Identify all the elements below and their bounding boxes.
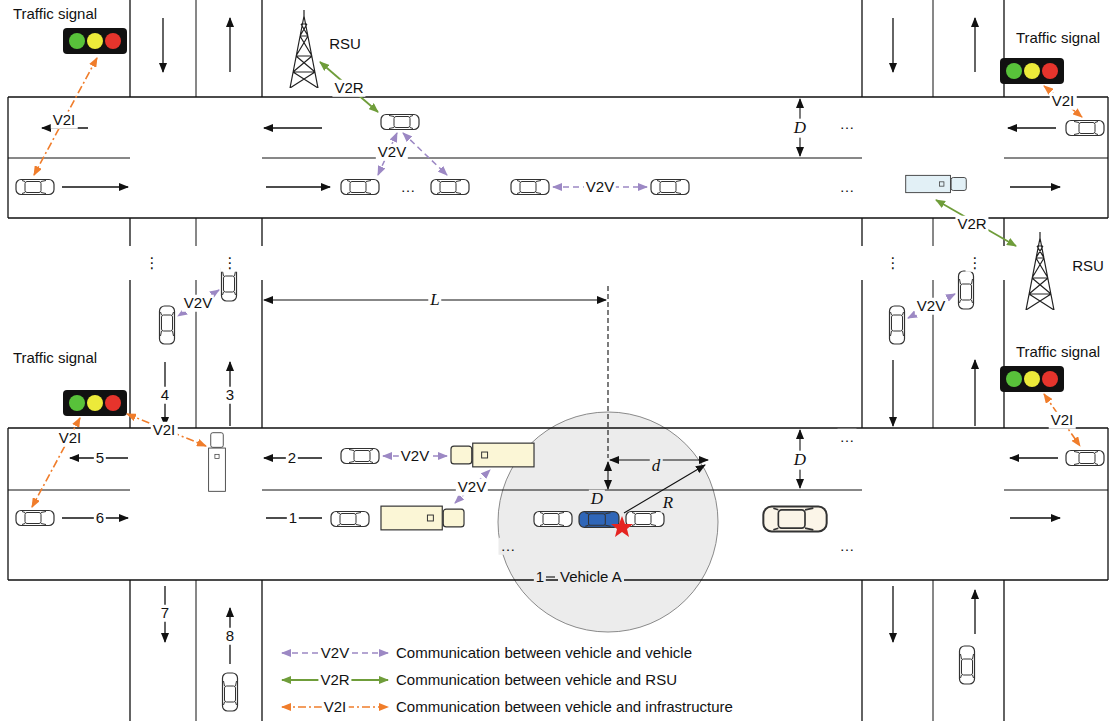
dimensions [264, 99, 800, 577]
lane-number: 4 [159, 387, 171, 404]
dimension-label: R [661, 494, 675, 513]
link-label: V2I [57, 430, 84, 447]
ellipsis: … [399, 179, 418, 196]
lane-number: 7 [159, 605, 171, 622]
legend-sample-label: V2R [318, 672, 351, 689]
lane-number: 8 [224, 628, 236, 645]
legend-sample-label: V2V [319, 645, 351, 662]
dimension-label: L [428, 291, 441, 310]
legend-text: Communication between vehicle and vehicl… [396, 645, 692, 662]
signal-label: Traffic signal [1014, 30, 1102, 47]
lane-number: 2 [286, 450, 298, 467]
lane-number: 5 [94, 450, 106, 467]
ellipsis: … [838, 116, 857, 133]
event-star [611, 516, 633, 537]
dimension-label: D [589, 490, 605, 509]
signal-label: Traffic signal [1014, 344, 1102, 361]
legend-sample-label: V2I [322, 699, 349, 716]
signal-label: Traffic signal [11, 350, 99, 367]
vehicle-label: Vehicle A [558, 569, 624, 586]
link-label: V2V [399, 448, 431, 465]
ellipsis: ⋮ [966, 255, 985, 272]
v2v-links [178, 133, 955, 653]
dimension-label: D [792, 119, 808, 138]
link-label: V2I [151, 422, 178, 439]
link-label: V2R [955, 216, 988, 233]
link-label: V2I [1050, 93, 1077, 110]
lane-arrows [42, 18, 1060, 664]
link-label: V2V [915, 298, 947, 315]
callout-number: 1 [534, 569, 546, 586]
v2i-links [32, 58, 1082, 707]
ellipsis: ⋮ [143, 255, 162, 272]
signal-label: Traffic signal [11, 6, 99, 23]
v2r-links [282, 62, 1016, 680]
dimension-label: d [650, 457, 663, 476]
ellipsis: ⋮ [221, 255, 240, 272]
ellipsis: … [838, 179, 857, 196]
link-label: V2R [332, 80, 365, 97]
rsu-label: RSU [1070, 258, 1106, 275]
infrastructure [63, 10, 1064, 416]
vehicles [16, 115, 1104, 712]
lane-number: 6 [94, 510, 106, 527]
ellipsis: … [838, 429, 857, 446]
link-label: V2V [376, 144, 408, 161]
legend-text: Communication between vehicle and infras… [396, 699, 733, 716]
link-label: V2V [584, 179, 616, 196]
lane-dividers [8, 0, 1108, 721]
link-label: V2V [182, 295, 214, 312]
link-label: V2V [456, 479, 488, 496]
lane-number: 1 [287, 510, 299, 527]
ellipsis: ⋮ [884, 255, 903, 272]
legend-text: Communication between vehicle and RSU [396, 672, 677, 689]
link-label: V2I [51, 112, 78, 129]
ellipsis: … [838, 538, 857, 555]
rsu-label: RSU [327, 36, 363, 53]
ellipsis: … [499, 538, 518, 555]
road-edges [8, 0, 1108, 721]
dimension-label: D [792, 451, 808, 470]
link-label: V2I [1049, 412, 1076, 429]
lane-number: 3 [224, 387, 236, 404]
